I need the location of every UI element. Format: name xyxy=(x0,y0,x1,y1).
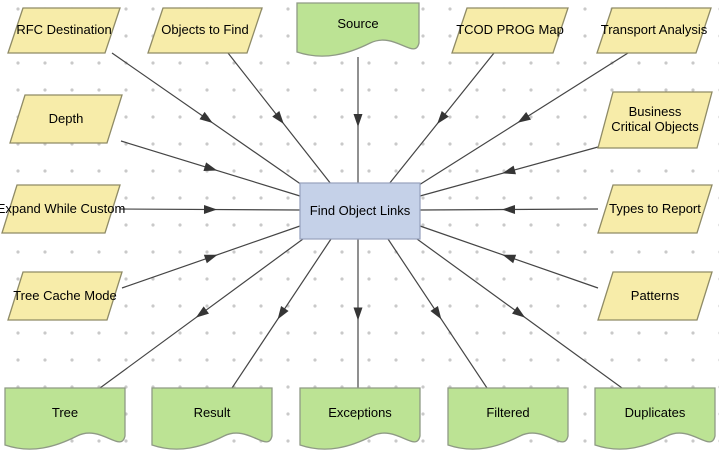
node-shape-exceptions[interactable] xyxy=(299,387,421,450)
node-duplicates[interactable]: Duplicates xyxy=(624,404,686,420)
node-shape-rfc-destination[interactable] xyxy=(7,7,121,54)
node-shape-find-object-links[interactable] xyxy=(299,182,421,240)
arrowhead-icon xyxy=(203,254,218,264)
node-depth[interactable]: Depth xyxy=(48,110,84,126)
arrowhead-icon xyxy=(199,111,213,123)
arrowhead-icon xyxy=(430,306,442,320)
arrowhead-icon xyxy=(195,306,209,318)
node-shape-objects-to-find[interactable] xyxy=(147,7,263,54)
edge-transport-analysis-to-find-object-links[interactable] xyxy=(418,52,629,186)
edge-rfc-destination-to-find-object-links[interactable] xyxy=(111,52,303,186)
edge-find-object-links-to-result[interactable] xyxy=(231,238,332,389)
node-tree-cache-mode[interactable]: Tree Cache Mode xyxy=(13,287,117,303)
arrowhead-icon xyxy=(353,114,363,127)
node-shape-result[interactable] xyxy=(151,387,273,450)
edge-objects-to-find-to-find-object-links[interactable] xyxy=(227,52,332,185)
node-shape-duplicates[interactable] xyxy=(594,387,716,450)
edge-find-object-links-to-duplicates[interactable] xyxy=(416,238,623,389)
node-shape-depth[interactable] xyxy=(9,94,123,144)
node-shape-tree[interactable] xyxy=(4,387,126,450)
node-tree[interactable]: Tree xyxy=(51,404,79,420)
node-business-critical-objects[interactable]: Business Critical Objects xyxy=(611,104,699,134)
arrowhead-icon xyxy=(437,111,449,124)
node-exceptions[interactable]: Exceptions xyxy=(328,404,392,420)
edge-expand-while-custom-to-find-object-links[interactable] xyxy=(119,204,301,214)
arrowhead-icon xyxy=(203,204,217,214)
edge-types-to-report-to-find-object-links[interactable] xyxy=(419,204,599,214)
node-shape-filtered[interactable] xyxy=(447,387,569,450)
node-tcod-prog-map[interactable]: TCOD PROG Map xyxy=(456,22,564,38)
arrowhead-icon xyxy=(277,306,289,320)
node-shape-expand-while-custom[interactable] xyxy=(1,184,121,234)
node-layer xyxy=(1,2,716,450)
arrowhead-icon xyxy=(502,165,516,175)
edge-business-critical-objects-to-find-object-links[interactable] xyxy=(419,146,599,197)
node-shape-tree-cache-mode[interactable] xyxy=(7,271,123,321)
node-shape-transport-analysis[interactable] xyxy=(596,7,712,54)
node-shape-types-to-report[interactable] xyxy=(597,184,713,234)
node-shape-source[interactable] xyxy=(296,2,420,57)
node-find-object-links[interactable]: Find Object Links xyxy=(309,202,411,218)
edge-source-to-find-object-links[interactable] xyxy=(353,57,363,183)
edge-tcod-prog-map-to-find-object-links[interactable] xyxy=(388,52,495,185)
node-objects-to-find[interactable]: Objects to Find xyxy=(161,22,249,38)
edge-find-object-links-to-filtered[interactable] xyxy=(387,238,488,389)
edge-find-object-links-to-tree[interactable] xyxy=(99,238,304,389)
node-result[interactable]: Result xyxy=(193,404,231,420)
edge-depth-to-find-object-links[interactable] xyxy=(120,140,301,197)
arrowhead-icon xyxy=(502,254,517,264)
node-source[interactable]: Source xyxy=(337,15,379,31)
arrowhead-icon xyxy=(353,307,363,321)
arrowhead-icon xyxy=(272,111,284,125)
arrowhead-icon xyxy=(203,162,218,172)
node-expand-while-custom[interactable]: Expand While Custom xyxy=(0,200,126,216)
edge-patterns-to-find-object-links[interactable] xyxy=(419,225,599,289)
node-transport-analysis[interactable]: Transport Analysis xyxy=(600,22,708,38)
arrowhead-icon xyxy=(512,306,526,318)
edge-layer xyxy=(99,52,629,389)
node-types-to-report[interactable]: Types to Report xyxy=(609,200,701,216)
node-shape-business-critical-objects[interactable] xyxy=(597,91,713,149)
node-shape-patterns[interactable] xyxy=(597,271,713,321)
arrowhead-icon xyxy=(517,111,531,123)
edge-tree-cache-mode-to-find-object-links[interactable] xyxy=(121,225,301,289)
node-patterns[interactable]: Patterns xyxy=(630,287,680,303)
arrowhead-icon xyxy=(502,204,516,214)
node-rfc-destination[interactable]: RFC Destination xyxy=(16,22,112,38)
node-shape-tcod-prog-map[interactable] xyxy=(451,7,569,54)
edge-find-object-links-to-exceptions[interactable] xyxy=(353,239,363,388)
node-filtered[interactable]: Filtered xyxy=(486,404,530,420)
